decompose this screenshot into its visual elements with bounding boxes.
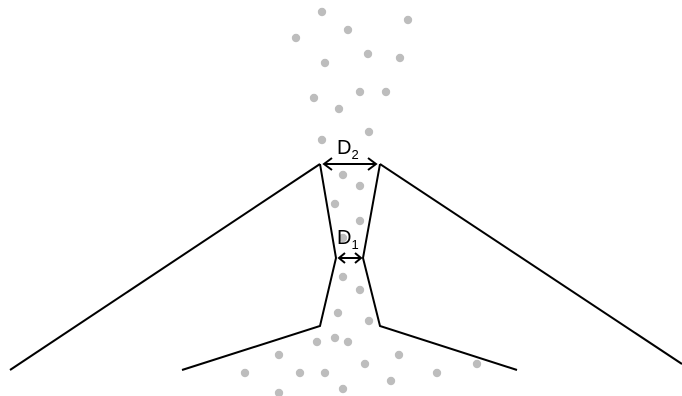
particle-dot [274, 350, 284, 360]
d2-arrowhead-left [322, 157, 333, 171]
particle-dot [338, 170, 348, 180]
particle-dot [320, 368, 330, 378]
particle-dot [394, 350, 404, 360]
particle-dot [355, 216, 365, 226]
particle-dot [395, 53, 405, 63]
particle-dot [338, 272, 348, 282]
particle-dot [381, 87, 391, 97]
particle-dot [338, 233, 348, 243]
left-outer-wall [9, 163, 321, 371]
particle-dot [240, 368, 250, 378]
particle-dot [334, 104, 344, 114]
particle-dot [355, 87, 365, 97]
particle-dot [432, 368, 442, 378]
right-outer-wall [379, 163, 682, 365]
d1-arrowhead-right [354, 252, 363, 264]
d2-dimension [322, 157, 378, 171]
particle-dot [317, 7, 327, 17]
particle-dot [295, 368, 305, 378]
d2-label: D2 [337, 137, 359, 162]
particle-dot [360, 359, 370, 369]
d1-arrowhead-left [337, 252, 346, 264]
particle-dot [333, 308, 343, 318]
particle-dot [472, 359, 482, 369]
particle-dot [364, 316, 374, 326]
d1-dimension [337, 252, 363, 264]
particle-dot [364, 127, 374, 137]
d1-label: D1 [337, 227, 359, 252]
right-nozzle-wall [361, 163, 518, 371]
particle-dot [343, 337, 353, 347]
particle-dot [355, 285, 365, 295]
left-nozzle-wall [181, 163, 338, 371]
particle-dot [386, 376, 396, 386]
particle-dot [320, 58, 330, 68]
nozzle-outline [9, 163, 682, 371]
particle-dot [330, 199, 340, 209]
particle-dot [291, 33, 301, 43]
particle-dot [330, 333, 340, 343]
particle-dot [355, 181, 365, 191]
particle-dot [343, 25, 353, 35]
particle-dot [403, 15, 413, 25]
d2-arrowhead-right [367, 157, 378, 171]
particle-dot [338, 384, 348, 394]
particle-stream [240, 7, 482, 396]
particle-dot [363, 49, 373, 59]
particle-dot [309, 93, 319, 103]
particle-dot [317, 135, 327, 145]
particle-dot [312, 337, 322, 347]
particle-dot [274, 388, 284, 396]
